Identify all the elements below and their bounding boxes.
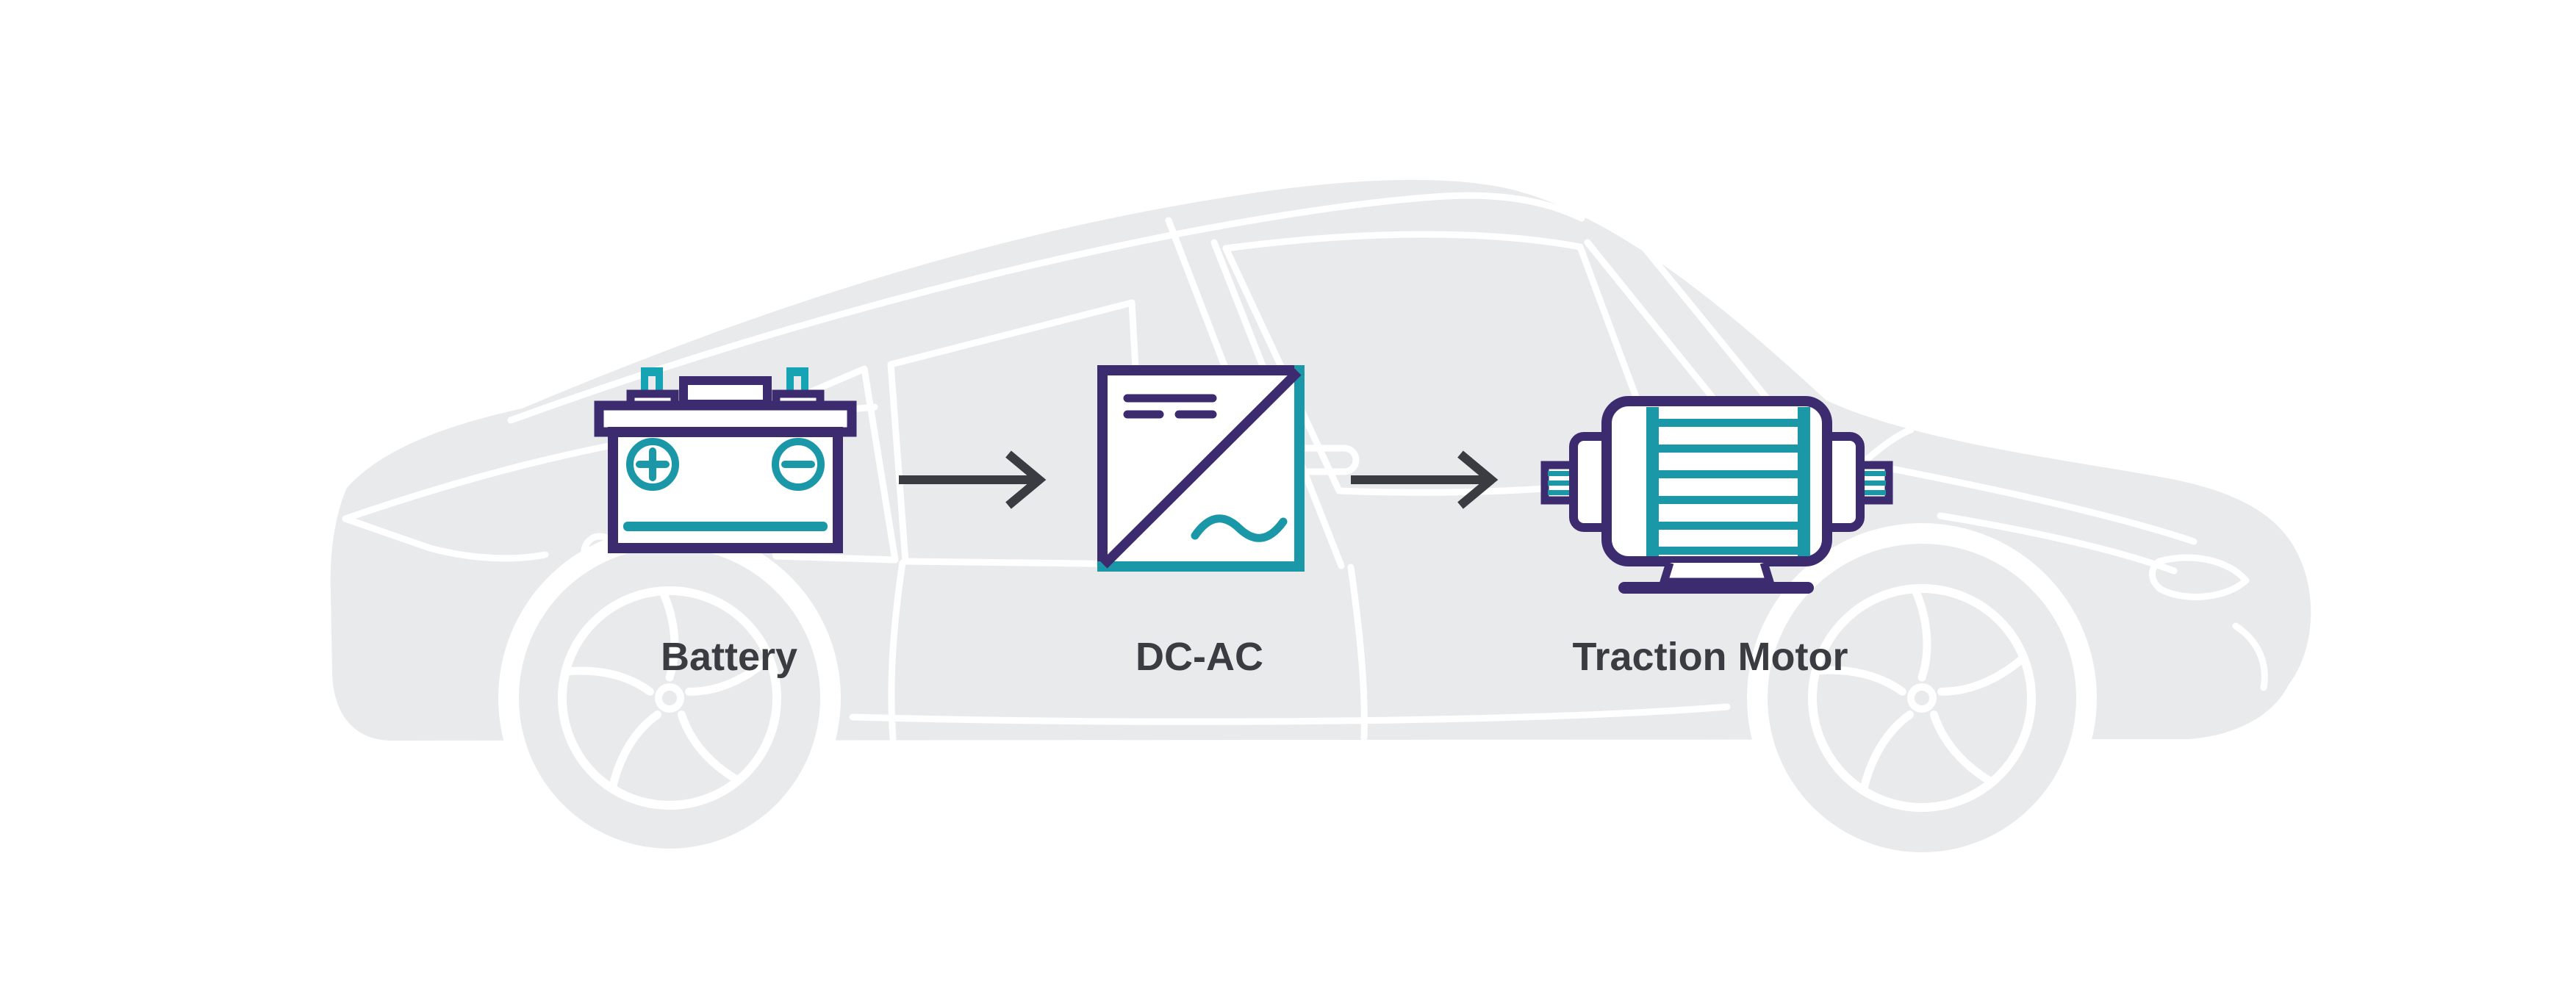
rim-ring bbox=[1808, 584, 2036, 812]
roof-accent-line bbox=[507, 192, 1585, 424]
inverter-label: DC-AC bbox=[1135, 635, 1263, 679]
front-bumper-crease bbox=[2232, 622, 2268, 691]
motor-mount bbox=[1658, 561, 1776, 586]
rim-ring bbox=[558, 586, 781, 810]
front-door-window bbox=[1222, 231, 1668, 496]
wheel-hub bbox=[1907, 683, 1937, 713]
headlight bbox=[2149, 554, 2250, 600]
fender-crease bbox=[1937, 512, 2178, 575]
motor-winding-stripes bbox=[1654, 419, 1803, 555]
battery-handle bbox=[679, 376, 772, 409]
inverter-border-dc-side bbox=[1097, 365, 1305, 572]
motor-winding-bar-right bbox=[1798, 407, 1810, 556]
battery-terminal-negative-post bbox=[786, 367, 808, 394]
motor-label: Traction Motor bbox=[1573, 635, 1848, 679]
wheel-hub bbox=[655, 683, 684, 713]
rocker-line bbox=[849, 703, 1731, 725]
ac-sine-wave bbox=[1191, 514, 1288, 542]
arrow-head bbox=[1005, 450, 1047, 509]
arrow-head bbox=[1457, 450, 1499, 509]
battery-label: Battery bbox=[661, 635, 797, 679]
arrow-right-icon bbox=[1351, 450, 1499, 509]
battery-terminal-positive-post bbox=[641, 367, 663, 394]
inverter-border-ac-side bbox=[1097, 365, 1305, 572]
arrow-right-icon bbox=[899, 450, 1047, 509]
motor-body bbox=[1601, 396, 1832, 566]
dc-ac-inverter-icon bbox=[1097, 365, 1305, 572]
battery-icon bbox=[594, 367, 857, 553]
battery-negative-symbol bbox=[772, 438, 825, 491]
battery-positive-symbol bbox=[626, 438, 679, 491]
rear-wheel bbox=[498, 527, 841, 869]
battery-level-stripe bbox=[623, 522, 828, 531]
tail-light-line bbox=[342, 515, 549, 562]
wheel-spokes bbox=[1815, 587, 2026, 792]
inverter-diagonal bbox=[1100, 368, 1302, 569]
front-wheel bbox=[1747, 523, 2097, 873]
motor-winding-bar-left bbox=[1646, 407, 1659, 556]
traction-motor-icon bbox=[1540, 396, 1893, 594]
wheel-spokes bbox=[564, 589, 772, 791]
dc-symbol bbox=[1123, 394, 1217, 419]
